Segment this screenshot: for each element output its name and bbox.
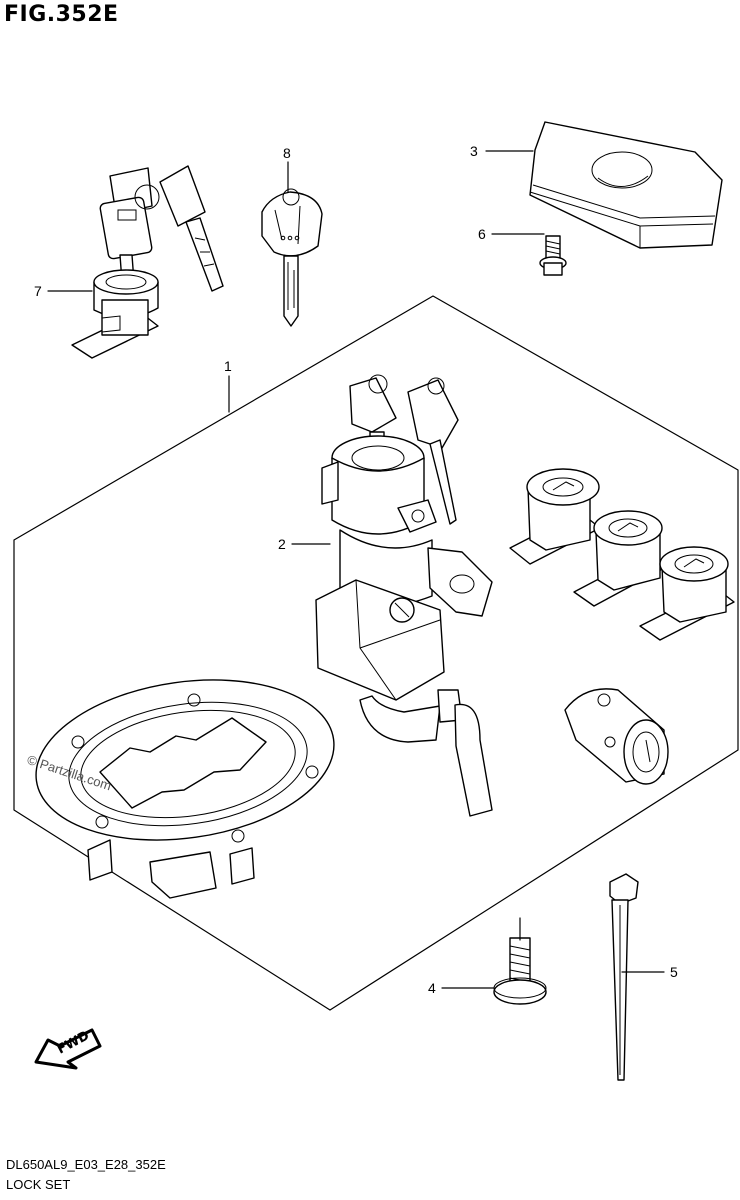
- handle-lock[interactable]: [564, 688, 669, 785]
- ignition-switch-part-2[interactable]: [315, 374, 493, 817]
- model-code: DL650AL9_E03_E28_352E: [6, 1157, 166, 1172]
- fuel-cap-ring[interactable]: [26, 662, 345, 899]
- callout-2[interactable]: 2: [278, 536, 286, 552]
- seat-lock-part-7[interactable]: [71, 165, 224, 359]
- screw-part-6[interactable]: [539, 235, 567, 276]
- cable-tie-part-5[interactable]: [609, 873, 639, 1081]
- key-part-8[interactable]: [261, 188, 323, 327]
- callout-8[interactable]: 8: [283, 145, 291, 161]
- callout-5[interactable]: 5: [670, 964, 678, 980]
- kit-outline: [13, 295, 739, 1011]
- cylinder-lock-3[interactable]: [639, 546, 735, 641]
- callout-6[interactable]: 6: [478, 226, 486, 242]
- callout-4[interactable]: 4: [428, 980, 436, 996]
- cover-part-3[interactable]: [529, 121, 723, 249]
- figure-title: FIG.352E: [4, 2, 119, 27]
- callout-1[interactable]: 1: [224, 358, 232, 374]
- cylinder-lock-1[interactable]: [509, 468, 601, 565]
- bolt-part-4[interactable]: [493, 937, 547, 1005]
- fwd-arrow-icon: FWD: [34, 1028, 102, 1070]
- callout-7[interactable]: 7: [34, 283, 42, 299]
- cylinder-lock-2[interactable]: [573, 510, 669, 607]
- figure-name: LOCK SET: [6, 1177, 71, 1192]
- callout-3[interactable]: 3: [470, 143, 478, 159]
